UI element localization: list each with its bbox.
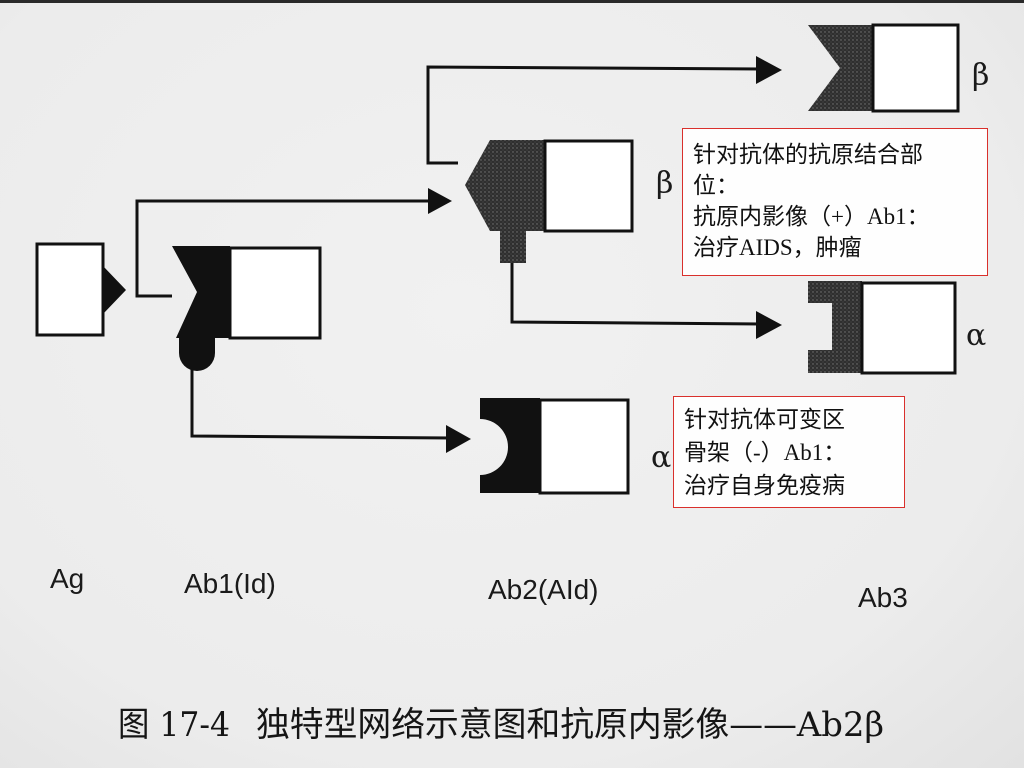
ab2-alpha-label: α	[651, 440, 671, 475]
ab3-alpha-constant-box	[860, 281, 957, 375]
arrow-ab1-to-ab2-beta-head	[428, 188, 452, 214]
arrow-ab1-to-ab2-beta	[135, 188, 452, 298]
ab3-beta-variable-region	[808, 25, 873, 111]
ab3-beta-label: β	[972, 58, 989, 93]
arrow-ab1-to-ab2-alpha-head	[446, 425, 471, 453]
ab1-antibody	[172, 246, 322, 371]
note-internal-image-line: 针对抗体的抗原结合部	[693, 142, 923, 167]
arrow-ab2-beta-to-ab3-beta-head	[756, 56, 782, 84]
arrow-ab2-beta-to-ab3-beta-line	[426, 65, 763, 165]
ab2-alpha-variable-region	[480, 398, 540, 493]
ab2-beta-variable-region	[465, 140, 545, 231]
ab2-beta-antibody	[465, 139, 634, 263]
idiotype-network-diagram: β β α α Ag Ab1(Id) Ab2(AId) Ab3 图 17-4 独…	[35, 23, 989, 745]
figure-title: 独特型网络示意图和抗原内影像——Ab2β	[256, 705, 884, 745]
ab3-alpha-label: α	[966, 318, 986, 353]
note-framework: 针对抗体可变区 骨架（-）Ab1： 治疗自身免疫病	[673, 396, 905, 508]
arrow-ab2-beta-to-ab3-beta	[426, 56, 782, 165]
label-ab1: Ab1(Id)	[184, 568, 276, 599]
ab1-framework-blob	[179, 336, 215, 371]
ab3-alpha-antibody	[808, 281, 957, 375]
ab3-beta-antibody	[808, 23, 960, 113]
antigen-epitope-triangle	[103, 266, 126, 314]
ab3-beta-constant-box	[871, 23, 960, 113]
arrow-ab2-beta-to-ab3-alpha	[510, 263, 782, 339]
note-framework-line: 针对抗体可变区	[684, 407, 845, 432]
note-internal-image-line: 治疗AIDS，肿瘤	[693, 235, 862, 260]
arrow-ab1-to-ab2-alpha-line	[190, 369, 453, 440]
arrow-ab1-to-ab2-alpha	[190, 369, 471, 453]
note-internal-image-line: 抗原内影像（+）Ab1：	[693, 204, 930, 229]
ab2-alpha-antibody	[480, 398, 630, 495]
ab2-alpha-constant-box	[538, 398, 630, 495]
label-ab3: Ab3	[858, 582, 908, 613]
ab3-alpha-variable-region	[808, 281, 862, 373]
arrow-ab2-beta-to-ab3-alpha-line	[510, 263, 763, 326]
note-internal-image-line: 位：	[693, 173, 739, 198]
ab2-beta-constant-box	[543, 139, 634, 233]
ab2-beta-label: β	[656, 166, 673, 201]
arrow-ab2-beta-to-ab3-alpha-head	[756, 311, 782, 339]
label-ab2: Ab2(AId)	[488, 574, 599, 605]
antigen-body	[35, 242, 105, 337]
note-framework-line: 骨架（-）Ab1：	[684, 440, 847, 465]
ab1-constant-box	[228, 246, 322, 340]
ab2-beta-framework-stub	[500, 229, 526, 263]
label-ag: Ag	[50, 563, 84, 594]
figure-number: 图 17-4	[118, 705, 230, 745]
antigen	[35, 242, 126, 337]
note-internal-image: 针对抗体的抗原结合部 位： 抗原内影像（+）Ab1： 治疗AIDS，肿瘤	[682, 128, 988, 276]
arrow-ab1-to-ab2-beta-line	[135, 199, 432, 298]
ab1-variable-region	[172, 246, 230, 338]
note-framework-line: 治疗自身免疫病	[684, 473, 845, 498]
